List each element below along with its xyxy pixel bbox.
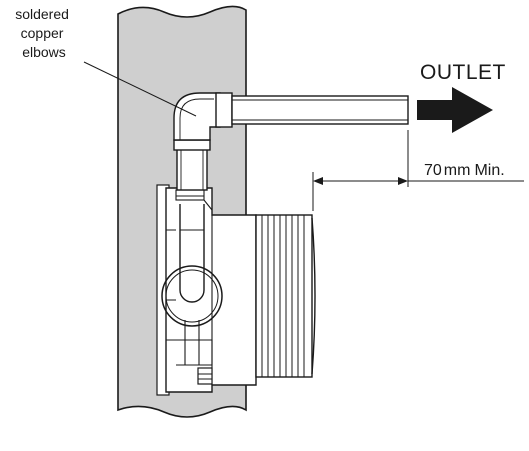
outlet-arrow-icon bbox=[417, 87, 493, 133]
dimension-unit: mm bbox=[444, 162, 471, 179]
dimension-arrowhead-left bbox=[313, 177, 323, 185]
callout-leader bbox=[83, 61, 197, 117]
bottom-nut bbox=[197, 367, 213, 385]
outlet-pipe bbox=[231, 95, 409, 125]
body-details bbox=[166, 189, 213, 385]
threaded-cylinder bbox=[255, 214, 316, 378]
callout-line-3: elbows bbox=[22, 44, 66, 60]
inner-tube bbox=[179, 204, 205, 303]
dimension-value: 70 bbox=[424, 162, 442, 179]
outlet-label: OUTLET bbox=[420, 61, 506, 84]
callout-label: soldered copper elbows bbox=[15, 6, 73, 60]
vertical-pipe bbox=[173, 139, 211, 191]
callout-line-2: copper bbox=[21, 25, 64, 41]
copper-elbow bbox=[173, 92, 233, 141]
dimension-arrowhead-right bbox=[398, 177, 408, 185]
callout-line-1: soldered bbox=[15, 6, 69, 22]
flange-ring bbox=[161, 265, 223, 327]
dimension-suffix: Min. bbox=[474, 162, 504, 179]
